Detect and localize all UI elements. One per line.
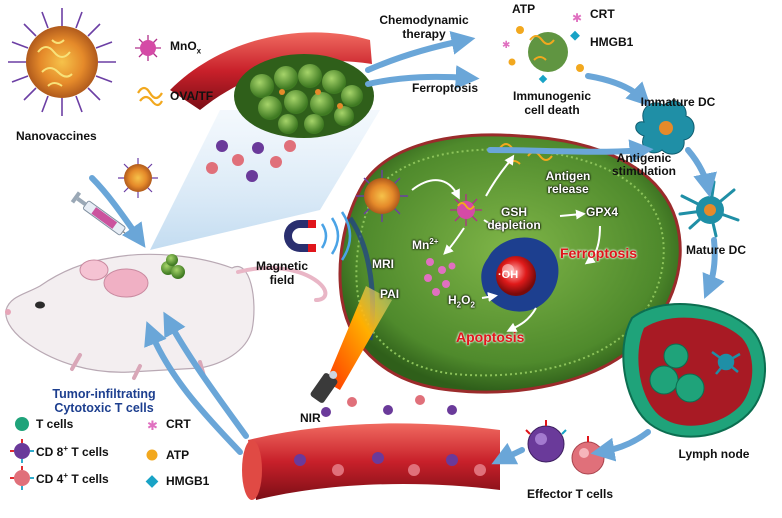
legend-atp: ATP: [166, 448, 190, 462]
label-ferroptosis-red: Ferroptosis: [560, 245, 638, 261]
label-stimulation: stimulation: [611, 164, 677, 178]
mn-ions: [424, 258, 456, 296]
label-pai: PAI: [380, 287, 400, 301]
label-antigen: Antigen: [545, 169, 591, 183]
label-nir: NIR: [300, 411, 321, 425]
label-antigenic: Antigenic: [616, 151, 672, 165]
tumor-t-cells: [206, 140, 296, 182]
lymph-node-icon: [622, 303, 767, 438]
effector-t-cell-cd8: [525, 420, 567, 463]
nir-beam: [326, 286, 392, 390]
label-h2o2: H2O2: [448, 293, 475, 310]
legend-t-cell-icon: [15, 417, 29, 431]
magnet-icon: [284, 220, 316, 252]
label-release: release: [547, 182, 589, 196]
label-nanovaccines: Nanovaccines: [16, 129, 97, 143]
label-atp-top: ATP: [512, 2, 536, 16]
label-immunogenic: Immunogenic: [512, 89, 592, 103]
ova-tf-legend-icon: [137, 86, 163, 107]
label-therapy: therapy: [402, 27, 446, 41]
degrading-nanoparticle: [450, 194, 482, 226]
mouse-illustration: [5, 253, 328, 380]
label-hmgb1-top: HMGB1: [590, 35, 634, 49]
label-mnox: MnOx: [170, 39, 202, 56]
mouse-tumor: [161, 254, 185, 279]
nir-laser-icon: [310, 370, 338, 403]
legend-cd8: CD 8+ T cells: [36, 444, 109, 459]
label-field: field: [269, 273, 295, 287]
legend-hmgb1-icon: [145, 475, 159, 488]
bottom-vessel: [242, 395, 500, 500]
label-ferroptosis-top: Ferroptosis: [412, 81, 479, 95]
legend-hmgb1: HMGB1: [166, 474, 210, 488]
label-apoptosis: Apoptosis: [456, 329, 525, 345]
label-crt-top: CRT: [590, 7, 615, 21]
immunogenic-cell-cluster: ✱ ✱: [502, 11, 584, 84]
label-lymph-node: Lymph node: [678, 447, 750, 461]
label-depletion: depletion: [487, 218, 541, 232]
syringe-icon: [70, 191, 140, 244]
label-ova-tf: OVA/TF: [170, 89, 214, 103]
cell-nanoparticle: [356, 170, 408, 222]
legend-cd4-icon: [10, 466, 34, 490]
label-hydroxyl: ·OH: [498, 269, 519, 281]
effector-t-cell-cd4: [571, 436, 607, 475]
tumor-mass: [234, 54, 374, 138]
mature-dc-icon: [678, 180, 740, 238]
label-effector-t: Effector T cells: [526, 487, 614, 501]
legend-icons: ✱: [10, 417, 159, 490]
mnox-legend-icon: [135, 35, 161, 61]
label-cell-death: cell death: [524, 103, 580, 117]
legend-t-cells: T cells: [36, 417, 74, 431]
label-immature-dc: Immature DC: [640, 95, 716, 109]
label-cytotoxic: Cytotoxic T cells: [54, 401, 154, 415]
nanovaccine-large: [8, 8, 116, 116]
label-magnetic: Magnetic: [255, 259, 309, 273]
legend-crt-icon: ✱: [147, 418, 158, 433]
nucleus: [481, 237, 559, 312]
label-mature-dc: Mature DC: [685, 243, 747, 257]
projection-fan: [150, 110, 380, 250]
legend-cd4: CD 4+ T cells: [36, 471, 109, 486]
label-gsh: GSH: [500, 205, 528, 219]
label-mri: MRI: [372, 257, 394, 271]
magnetic-waves: [320, 211, 352, 261]
label-mn-ion: Mn2+: [412, 237, 439, 252]
legend-crt: CRT: [166, 417, 191, 431]
svg-text:✱: ✱: [572, 11, 582, 25]
flow-arrows: [89, 31, 725, 465]
svg-text:✱: ✱: [502, 40, 510, 51]
label-chemodynamic: Chemodynamic: [379, 13, 469, 27]
label-tumor-infiltrating: Tumor-infiltrating: [52, 387, 156, 401]
label-gpx4: GPX4: [586, 205, 619, 219]
nanovaccine-small: [118, 158, 158, 198]
legend-atp-icon: [146, 449, 158, 461]
legend-cd8-icon: [10, 439, 34, 463]
cell-arrows: [411, 154, 601, 332]
